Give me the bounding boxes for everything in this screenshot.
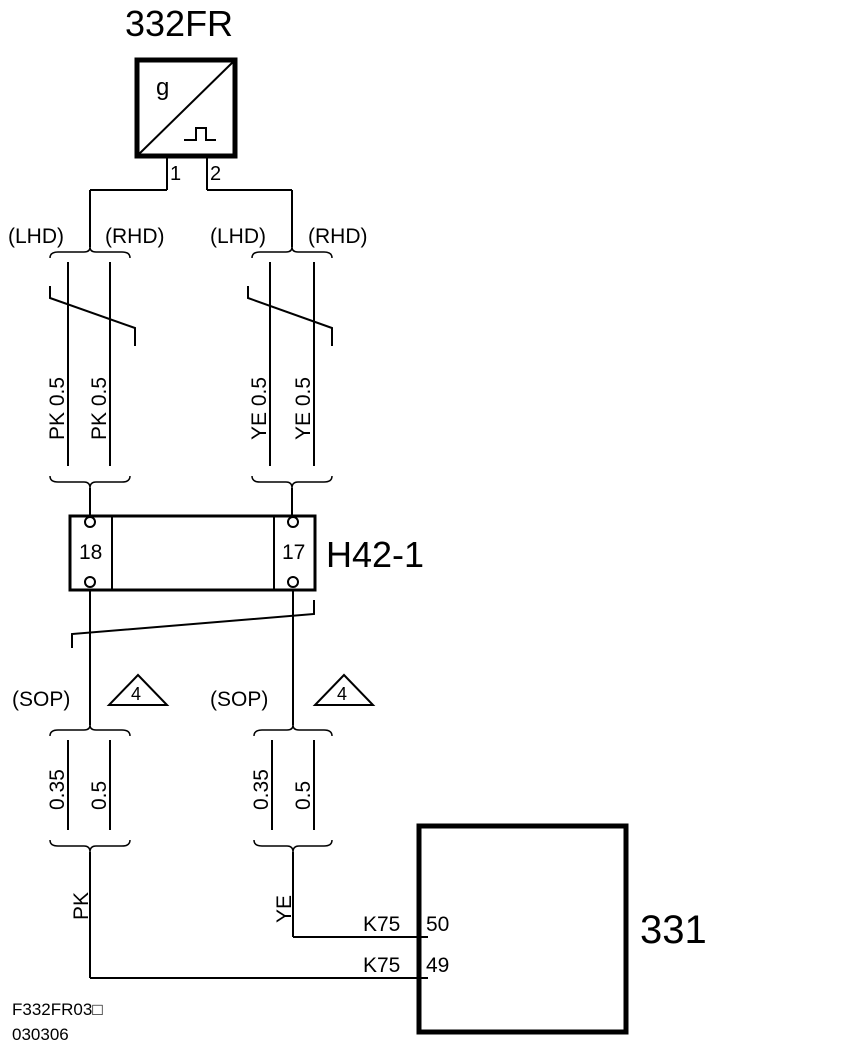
split-marker — [49, 286, 136, 346]
pin2-label: 2 — [210, 163, 221, 185]
warning-triangle-icon — [106, 673, 170, 706]
connector-pin-17: 17 — [282, 541, 305, 564]
variant-lhd-ye: (LHD) — [210, 225, 266, 248]
split-marker-lower — [71, 600, 315, 648]
wire-label-ye-std: 0.5 — [292, 781, 315, 810]
note-triangle-ye: 4 — [312, 673, 376, 706]
component-332fr-symbol-g: g — [156, 74, 169, 101]
wire-label-pk-sop: 0.35 — [46, 769, 69, 810]
note-number: 4 — [131, 684, 141, 704]
wire-group-pk-lower: 0.35 0.5 — [46, 724, 131, 853]
variant-sop-ye: (SOP) — [210, 688, 268, 711]
pin-connector-k75-50: K75 — [363, 913, 400, 936]
pin-contact — [84, 576, 96, 588]
wire-group-ye-lower: 0.35 0.5 — [250, 724, 333, 853]
variant-rhd-ye: (RHD) — [308, 225, 367, 248]
component-332fr-box — [134, 57, 238, 159]
pin1-label: 1 — [170, 163, 181, 185]
wire-color-ye: YE — [273, 895, 296, 923]
warning-triangle-icon — [312, 673, 376, 706]
pin-number-49: 49 — [426, 954, 449, 977]
brace-top — [49, 724, 131, 737]
component-331-title: 331 — [640, 908, 707, 952]
wire-label-ye-rhd: YE 0.5 — [292, 377, 315, 440]
brace-bottom — [49, 839, 131, 853]
brace-bottom — [253, 839, 333, 853]
note-triangle-pk: 4 — [106, 673, 170, 706]
connector-h42-1: 18 17 — [68, 514, 317, 592]
diagram-code: F332FR03□ — [12, 1000, 103, 1019]
wire-label-pk-lhd: PK 0.5 — [46, 377, 69, 440]
pin-contact — [287, 576, 299, 588]
brace-top — [251, 246, 333, 259]
component-332fr-diagonal — [136, 59, 236, 157]
diagram-date: 030306 — [12, 1025, 69, 1044]
component-332fr: g — [134, 57, 238, 159]
wire-label-pk-std: 0.5 — [88, 781, 111, 810]
pulse-icon — [184, 127, 216, 141]
connector-pin-18: 18 — [79, 541, 102, 564]
wire-group-ye-upper: YE 0.5 YE 0.5 — [247, 246, 333, 516]
wire-group-pk-upper: PK 0.5 PK 0.5 — [46, 246, 136, 516]
pin-number-50: 50 — [426, 913, 449, 936]
wire-label-ye-lhd: YE 0.5 — [248, 377, 271, 440]
brace-bottom — [49, 475, 131, 489]
note-number: 4 — [337, 684, 347, 704]
component-332fr-title: 332FR — [125, 3, 233, 44]
variant-sop-pk: (SOP) — [12, 688, 70, 711]
variant-lhd-pk: (LHD) — [8, 225, 64, 248]
pin-contact — [287, 516, 299, 528]
split-marker — [247, 286, 333, 346]
wire-label-ye-sop: 0.35 — [250, 769, 273, 810]
pin-contact — [84, 516, 96, 528]
brace-top — [49, 246, 131, 259]
brace-bottom — [251, 475, 333, 489]
pin-connector-k75-49: K75 — [363, 954, 400, 977]
wire-color-pk: PK — [70, 892, 93, 920]
connector-body — [68, 514, 317, 592]
component-331-box — [416, 823, 629, 1035]
brace-top — [253, 724, 333, 737]
wire-label-pk-rhd: PK 0.5 — [88, 377, 111, 440]
variant-rhd-pk: (RHD) — [105, 225, 164, 248]
connector-h42-1-title: H42-1 — [326, 534, 424, 575]
